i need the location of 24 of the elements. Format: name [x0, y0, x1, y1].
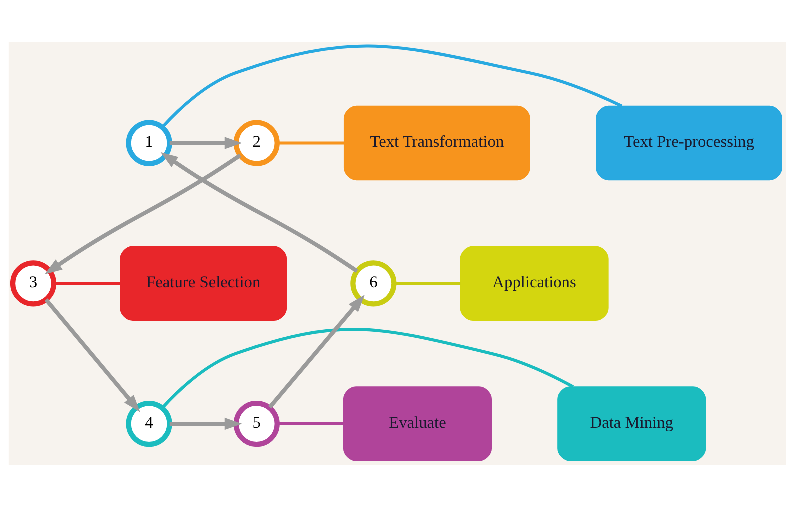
node-circle: 5	[234, 400, 280, 447]
arrow	[44, 153, 242, 274]
node-box: Evaluate	[343, 386, 492, 461]
node-box: Data Mining	[558, 386, 706, 461]
node-circle: 1	[126, 120, 172, 166]
connector	[54, 282, 120, 285]
node-circle: 3	[10, 260, 57, 306]
arrow	[160, 152, 358, 273]
arrow	[268, 294, 365, 408]
node-circle: 6	[350, 260, 397, 306]
node-circle: 4	[126, 400, 172, 447]
connector	[162, 44, 623, 128]
node-circle: 2	[234, 120, 280, 166]
node-box: Feature Selection	[120, 246, 288, 321]
node-box: Text Transformation	[344, 105, 530, 180]
node-box: Text Pre-processing	[596, 105, 782, 180]
arrow	[170, 136, 242, 149]
arrow	[170, 417, 242, 430]
arrow	[44, 298, 140, 412]
connector	[278, 141, 344, 144]
connector	[394, 282, 461, 285]
node-box: Applications	[460, 246, 609, 321]
connector	[162, 328, 574, 409]
connector	[278, 422, 344, 426]
